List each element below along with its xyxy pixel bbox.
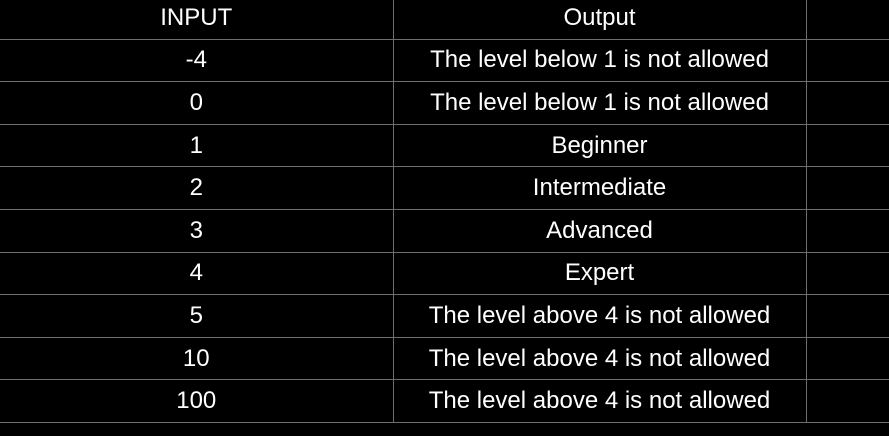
input-cell[interactable]: 100	[0, 379, 394, 423]
empty-cell[interactable]	[806, 123, 889, 168]
empty-cell[interactable]	[806, 251, 889, 296]
empty-cell[interactable]	[806, 166, 889, 210]
table-row: 10 The level above 4 is not allowed	[0, 336, 889, 381]
input-cell[interactable]: 4	[0, 251, 394, 296]
table-row: 0 The level below 1 is not allowed	[0, 81, 889, 125]
header-cell-output[interactable]: Output	[393, 0, 807, 40]
table-row: 2 Intermediate	[0, 166, 889, 210]
output-cell[interactable]: The level above 4 is not allowed	[393, 294, 807, 338]
empty-cell[interactable]	[806, 38, 889, 83]
output-cell[interactable]: The level above 4 is not allowed	[393, 379, 807, 423]
input-cell[interactable]: 10	[0, 336, 394, 381]
output-cell[interactable]: The level below 1 is not allowed	[393, 38, 807, 83]
input-cell[interactable]: 0	[0, 81, 394, 125]
empty-cell[interactable]	[806, 336, 889, 381]
empty-cell[interactable]	[806, 379, 889, 423]
table-row: 1 Beginner	[0, 123, 889, 168]
input-cell[interactable]: 1	[0, 123, 394, 168]
table-row: 3 Advanced	[0, 208, 889, 253]
output-cell[interactable]: Beginner	[393, 123, 807, 168]
header-cell-empty[interactable]	[806, 0, 889, 40]
header-cell-input[interactable]: INPUT	[0, 0, 394, 40]
table-row: -4 The level below 1 is not allowed	[0, 38, 889, 83]
table-row: 100 The level above 4 is not allowed	[0, 379, 889, 423]
output-cell[interactable]: Expert	[393, 251, 807, 296]
empty-cell[interactable]	[806, 208, 889, 253]
empty-cell[interactable]	[806, 294, 889, 338]
level-table: INPUT Output -4 The level below 1 is not…	[0, 0, 889, 423]
output-cell[interactable]: Intermediate	[393, 166, 807, 210]
output-cell[interactable]: The level above 4 is not allowed	[393, 336, 807, 381]
input-cell[interactable]: 3	[0, 208, 394, 253]
header-row: INPUT Output	[0, 0, 889, 40]
output-cell[interactable]: The level below 1 is not allowed	[393, 81, 807, 125]
empty-cell[interactable]	[806, 81, 889, 125]
table-row: 4 Expert	[0, 251, 889, 296]
input-cell[interactable]: -4	[0, 38, 394, 83]
input-cell[interactable]: 5	[0, 294, 394, 338]
output-cell[interactable]: Advanced	[393, 208, 807, 253]
input-cell[interactable]: 2	[0, 166, 394, 210]
table-row: 5 The level above 4 is not allowed	[0, 294, 889, 338]
